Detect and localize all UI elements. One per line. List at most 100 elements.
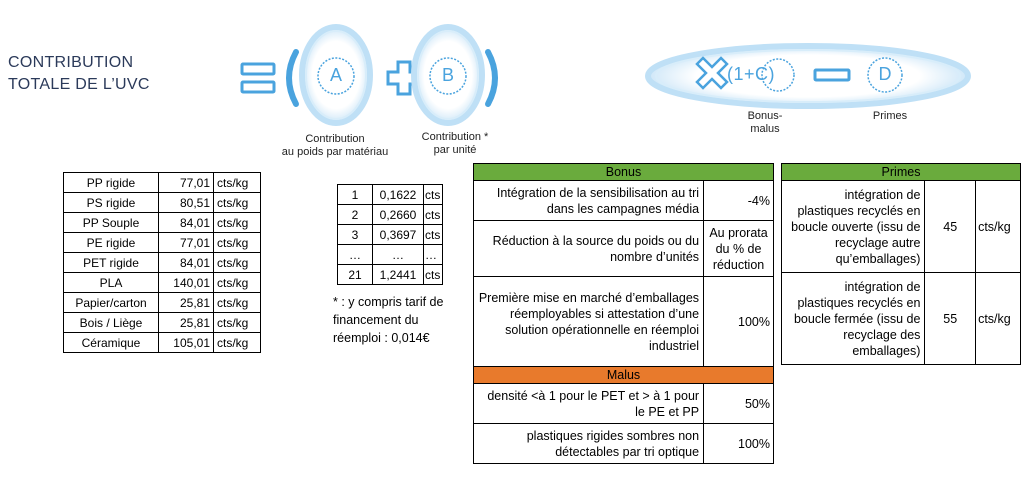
caption-b-line-2: par unité [433, 144, 477, 156]
material-value: 140,01 [158, 272, 214, 293]
malus-row: plastiques rigides sombres non détectabl… [472, 423, 774, 464]
malus-value: 100% [703, 423, 774, 464]
d-circle [867, 57, 903, 93]
unit-count: … [337, 244, 373, 265]
bonus-header: Bonus [473, 163, 774, 181]
malus-desc: plastiques rigides sombres non détectabl… [472, 423, 705, 464]
material-unit: cts/kg [213, 172, 261, 193]
material-name: PS rigide [63, 192, 159, 213]
unit-row: ……… [337, 244, 443, 265]
unit-count: 2 [337, 204, 373, 225]
close-paren-icon [485, 49, 498, 107]
primes-table: Primes intégration de plastiques recyclé… [780, 163, 1021, 365]
material-unit: cts/kg [213, 232, 261, 253]
material-name: Bois / Liège [63, 312, 159, 333]
letter-d: D [878, 64, 892, 84]
material-unit: cts/kg [213, 292, 261, 313]
letter-a: A [329, 65, 342, 85]
material-value: 84,01 [158, 252, 214, 273]
unit-unit: cts [423, 264, 443, 285]
footnote-line-3: réemploi : 0,014€ [333, 331, 430, 345]
minus-icon [813, 68, 851, 82]
primes-unit: cts/kg [975, 272, 1021, 365]
title-line-2: TOTALE DE L’UVC [8, 76, 150, 93]
caption-a-line-2: au poids par matériau [281, 146, 389, 158]
unit-count: 1 [337, 184, 373, 205]
bonus-row: Intégration de la sensibilisation au tri… [472, 180, 774, 221]
caption-b: Contribution * par unité [405, 131, 505, 157]
primes-row: intégration de plastiques recyclés en bo… [780, 180, 1021, 273]
malus-desc: densité <à 1 pour le PET et > à 1 pour l… [472, 383, 705, 424]
unit-value: 0,1622 [372, 184, 424, 205]
primes-value: 55 [924, 272, 977, 365]
material-value: 105,01 [158, 332, 214, 353]
malus-header: Malus [473, 366, 774, 384]
equals-icon [240, 62, 276, 94]
material-unit: cts/kg [213, 192, 261, 213]
unit-value: 0,3697 [372, 224, 424, 245]
title-line-1: CONTRIBUTION [8, 54, 134, 71]
footnote-line-1: * : y compris tarif de [333, 295, 444, 309]
bonus-value: -4% [703, 180, 774, 221]
contribution-a-halo [299, 24, 373, 126]
unit-count: 21 [337, 264, 373, 285]
primes-value: 45 [924, 180, 977, 273]
primes-desc: intégration de plastiques recyclés en bo… [780, 272, 926, 365]
material-name: Céramique [63, 332, 159, 353]
footnote: * : y compris tarif de financement du ré… [333, 293, 473, 347]
unit-value: 1,2441 [372, 264, 424, 285]
material-name: PP Souple [63, 212, 159, 233]
open-paren-icon [286, 49, 299, 107]
primes-header: Primes [781, 163, 1021, 181]
primes-desc: intégration de plastiques recyclés en bo… [780, 180, 926, 273]
material-unit: cts/kg [213, 212, 261, 233]
unit-unit: … [423, 244, 443, 265]
unit-count: 3 [337, 224, 373, 245]
unit-unit: cts [423, 204, 443, 225]
material-value: 25,81 [158, 312, 214, 333]
primes-row: intégration de plastiques recyclés en bo… [780, 272, 1021, 365]
malus-value: 50% [703, 383, 774, 424]
material-name: PP rigide [63, 172, 159, 193]
page-title: CONTRIBUTION TOTALE DE L’UVC [8, 52, 150, 96]
caption-c: Bonus- malus [735, 110, 795, 136]
bonus-desc: Intégration de la sensibilisation au tri… [472, 180, 705, 221]
bonus-row: Réduction à la source du poids ou du nom… [472, 220, 774, 277]
bonus-desc: Première mise en marché d’emballages rée… [472, 276, 705, 367]
footnote-line-2: financement du [333, 313, 419, 327]
unit-unit: cts [423, 184, 443, 205]
caption-c-line-2: malus [750, 123, 780, 135]
contribution-b-halo [411, 24, 485, 126]
material-name: PE rigide [63, 232, 159, 253]
c-term: (1+C) [727, 64, 776, 84]
bonus-primes-halo [645, 43, 971, 109]
bonus-malus-table: Bonus Intégration de la sensibilisation … [472, 163, 774, 464]
bonus-row: Première mise en marché d’emballages rée… [472, 276, 774, 367]
c-circle [761, 58, 795, 92]
caption-b-line-1: Contribution * [421, 131, 489, 143]
material-value: 77,01 [158, 172, 214, 193]
material-name: PLA [63, 272, 159, 293]
letter-b: B [441, 65, 454, 85]
caption-c-line-1: Bonus- [747, 110, 783, 122]
bonus-value: 100% [703, 276, 774, 367]
material-unit: cts/kg [213, 252, 261, 273]
formula-diagram [240, 24, 971, 126]
material-value: 25,81 [158, 292, 214, 313]
material-unit: cts/kg [213, 272, 261, 293]
malus-row: densité <à 1 pour le PET et > à 1 pour l… [472, 383, 774, 424]
